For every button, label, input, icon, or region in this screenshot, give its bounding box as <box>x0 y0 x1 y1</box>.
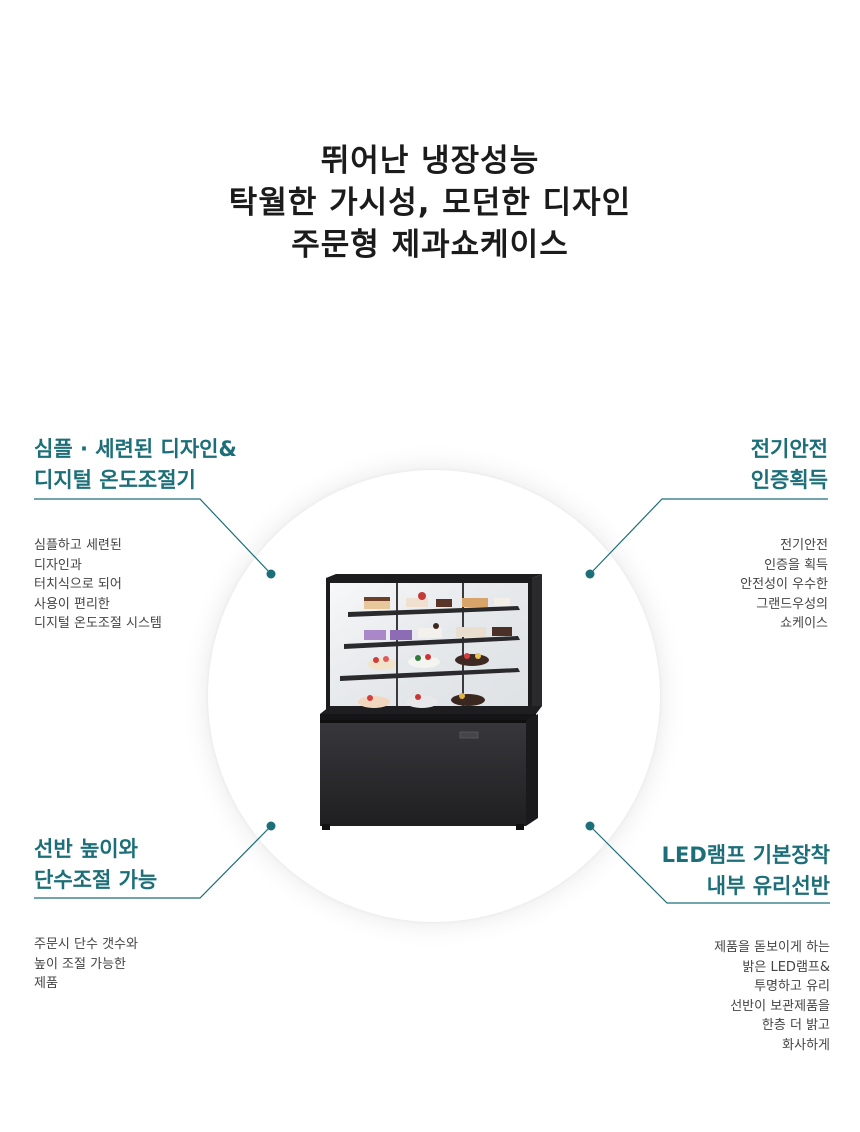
feature-desc-line: 디지털 온도조절 시스템 <box>34 616 162 631</box>
feature-title-line: 인증획득 <box>750 468 828 492</box>
feature-title-line: 전기안전 <box>750 437 828 461</box>
feature-desc-design: 심플하고 세련된 디자인과 터치식으로 되어 사용이 편리한 디지털 온도조절 … <box>34 536 162 634</box>
connector-top-right <box>589 498 828 575</box>
feature-title-shelf: 선반 높이와 단수조절 가능 <box>34 834 157 896</box>
feature-desc-line: 한층 더 밝고 <box>761 1018 830 1033</box>
connector-dot-top-left <box>266 569 276 579</box>
feature-desc-line: 화사하게 <box>782 1037 830 1053</box>
feature-desc-line: 쇼케이스 <box>780 616 828 631</box>
feature-desc-line: 밝은 LED램프& <box>742 959 830 975</box>
headline-line-1: 뛰어난 냉장성능 <box>320 143 540 179</box>
feature-desc-line: 사용이 편리한 <box>34 596 110 612</box>
headline-line-3: 주문형 제과쇼케이스 <box>291 227 569 263</box>
feature-desc-led: 제품을 돋보이게 하는 밝은 LED램프& 투명하고 유리 선반이 보관제품을 … <box>714 938 830 1055</box>
feature-title-led: LED램프 기본장착 내부 유리선반 <box>662 840 830 902</box>
feature-desc-line: 그랜드우성의 <box>756 596 828 612</box>
connector-dot-top-right <box>585 569 595 579</box>
feature-title-safety: 전기안전 인증획득 <box>751 434 828 496</box>
connector-bottom-left <box>34 825 272 899</box>
connector-dot-bottom-right <box>585 821 595 831</box>
feature-desc-line: 제품을 돋보이게 하는 <box>714 940 830 955</box>
feature-desc-line: 선반이 보관제품을 <box>730 998 830 1014</box>
showcase-illustration <box>320 574 542 830</box>
feature-desc-line: 인증을 획득 <box>764 557 828 573</box>
feature-desc-line: 제품 <box>34 976 58 991</box>
feature-desc-line: 안전성이 우수한 <box>740 577 828 592</box>
feature-title-line: 단수조절 가능 <box>34 868 158 892</box>
connector-bottom-right <box>589 825 830 904</box>
connector-dot-bottom-left <box>266 821 276 831</box>
feature-desc-safety: 전기안전 인증을 획득 안전성이 우수한 그랜드우성의 쇼케이스 <box>740 536 828 634</box>
feature-title-line: 심플 · 세련된 디자인& <box>34 437 237 461</box>
feature-desc-line: 터치식으로 되어 <box>34 577 122 592</box>
feature-title-line: 디지털 온도조절기 <box>34 468 196 492</box>
feature-title-line: LED램프 기본장착 <box>661 843 830 867</box>
feature-title-line: 내부 유리선반 <box>706 874 830 898</box>
feature-desc-line: 디자인과 <box>34 557 82 573</box>
feature-desc-line: 전기안전 <box>780 538 828 553</box>
connector-top-left <box>34 498 272 575</box>
headline-line-2: 탁월한 가시성, 모던한 디자인 <box>228 185 632 221</box>
feature-desc-line: 높이 조절 가능한 <box>34 956 126 972</box>
feature-title-design: 심플 · 세련된 디자인& 디지털 온도조절기 <box>34 434 237 496</box>
headline: 뛰어난 냉장성능 탁월한 가시성, 모던한 디자인 주문형 제과쇼케이스 <box>0 140 860 266</box>
feature-desc-shelf: 주문시 단수 갯수와 높이 조절 가능한 제품 <box>34 935 138 994</box>
feature-title-line: 선반 높이와 <box>34 837 138 861</box>
feature-desc-line: 주문시 단수 갯수와 <box>34 937 138 952</box>
feature-desc-line: 투명하고 유리 <box>754 979 830 994</box>
feature-desc-line: 심플하고 세련된 <box>34 538 122 553</box>
